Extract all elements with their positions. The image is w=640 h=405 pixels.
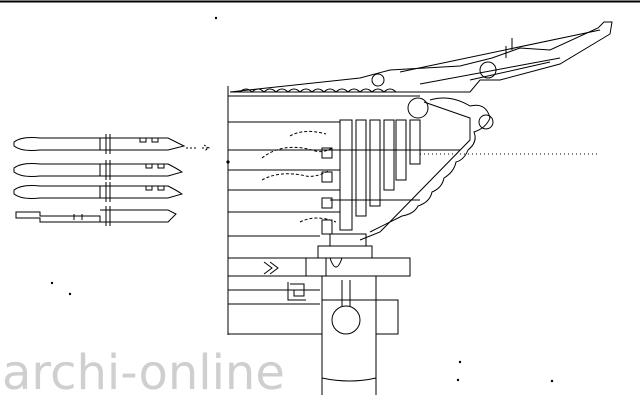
cloud-arm-ends (261, 130, 337, 223)
bracket-arm-1 (13, 134, 186, 154)
scan-specks (50, 16, 554, 383)
eave-board (229, 21, 613, 93)
explode-arrow (186, 144, 210, 152)
beam-carving (263, 261, 279, 275)
eave-scallops (239, 88, 397, 93)
watermark-text: archi-online (2, 345, 285, 401)
purlin-round-top (479, 61, 497, 79)
purlin-round-small (371, 73, 385, 87)
fret-ornament (287, 282, 306, 301)
dou-block (317, 245, 373, 259)
rafter-lines (399, 29, 601, 85)
main-beam (227, 257, 411, 277)
bracket-arm-2 (13, 160, 184, 180)
main-elevation (227, 21, 613, 395)
cantilever-scalloped (369, 97, 491, 233)
bracket-stack (321, 119, 460, 235)
column (321, 276, 399, 395)
column-tenon-round (331, 305, 361, 335)
bracket-arm-4 (15, 206, 177, 226)
bracket-arm-3 (13, 182, 184, 202)
exploded-bracket-arms (13, 134, 210, 226)
purlin-round-mid (407, 97, 429, 119)
ornament-scroll (478, 114, 494, 130)
